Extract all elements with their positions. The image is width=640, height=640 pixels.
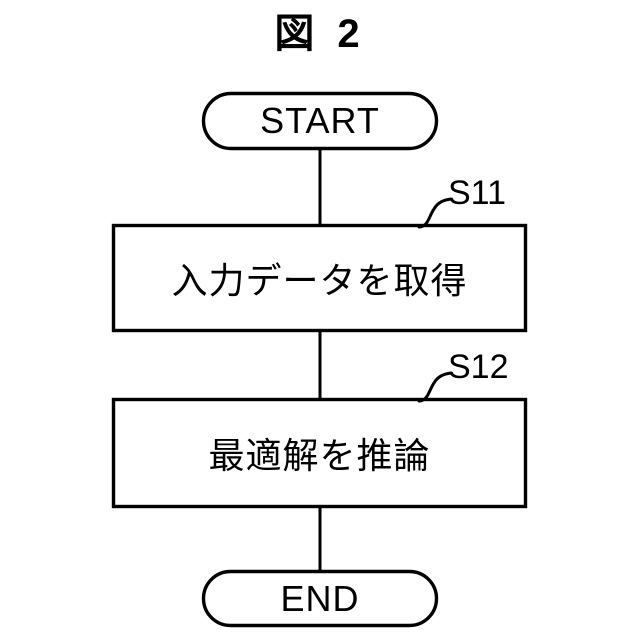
leader-line-s12 xyxy=(417,371,453,403)
leader-line-s11 xyxy=(417,197,453,229)
step-number-s11: S11 xyxy=(448,174,506,212)
end-terminal-shape xyxy=(201,569,439,628)
process-box-s11-shape xyxy=(111,223,528,333)
process-box-s12-shape xyxy=(111,397,528,509)
step-number-s12: S12 xyxy=(448,348,509,386)
start-terminal-shape xyxy=(201,91,439,151)
figure-title: 図 2 xyxy=(274,12,366,56)
